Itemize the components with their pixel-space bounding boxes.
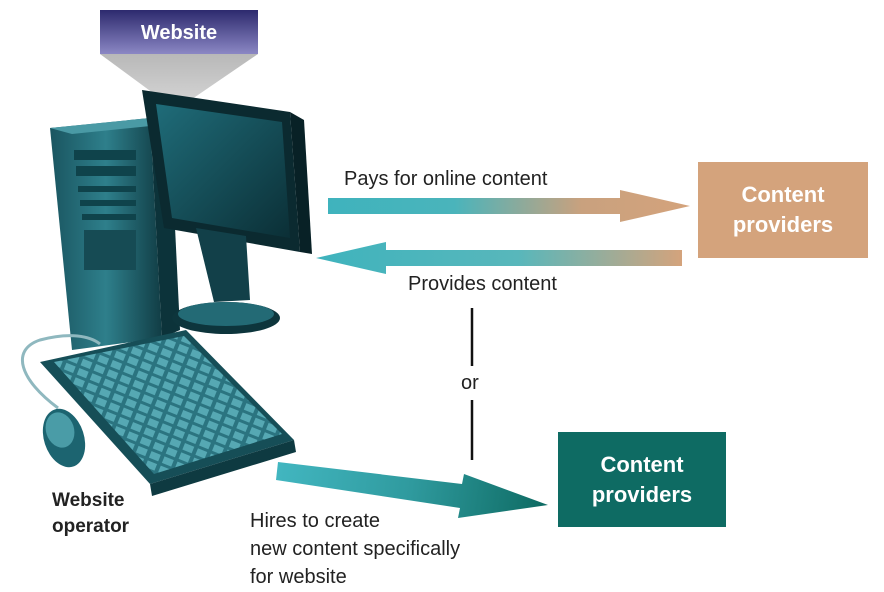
pays-label: Pays for online content <box>344 168 548 190</box>
hires-arrow <box>276 462 548 518</box>
hires-label-line3: for website <box>250 566 347 588</box>
provides-arrow-body <box>316 242 682 274</box>
provides-label: Provides content <box>408 273 557 295</box>
content-providers-box-bottom <box>558 432 726 527</box>
website-tag-box <box>100 10 258 54</box>
hires-label-line1: Hires to create <box>250 510 381 532</box>
website-tag: Website <box>140 21 218 44</box>
pays-arrow <box>328 190 690 222</box>
hires-label-line2: new content specifically <box>250 538 461 560</box>
content-providers-box-top <box>698 162 868 258</box>
operator-label-line1: Website <box>52 490 125 511</box>
operator-label-line2: operator <box>52 516 130 537</box>
keyboard-icon <box>40 330 296 496</box>
website-pointer <box>100 54 258 110</box>
content-providers-top-label: Content providers <box>732 182 834 237</box>
mouse-icon <box>42 408 86 468</box>
or-label: or <box>461 372 479 394</box>
mouse-cable <box>21 334 101 410</box>
content-providers-bottom-label: Content providers <box>591 451 693 507</box>
monitor-icon <box>142 90 312 334</box>
